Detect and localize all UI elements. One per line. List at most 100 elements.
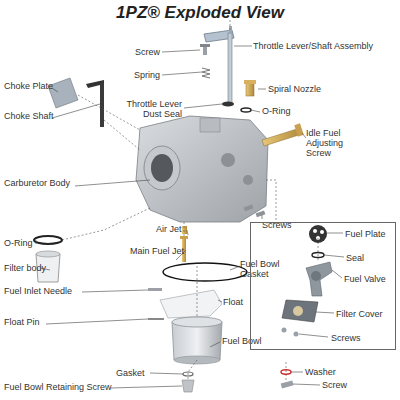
leader-lines [162, 72, 202, 75]
throttle-lever [228, 33, 232, 105]
part-label: Filter body [4, 263, 46, 273]
part-label: Fuel Plate [345, 229, 386, 239]
filter-o-ring [34, 236, 62, 244]
dashed-guides [318, 226, 319, 262]
idle-screw [294, 123, 303, 136]
part-label: Float Pin [4, 317, 40, 327]
carburetor-body [144, 146, 180, 190]
choke-shaft [86, 80, 104, 127]
part-label: Choke Plate [4, 81, 53, 91]
filter-cover [293, 306, 303, 316]
spring-part [202, 68, 210, 78]
part-label: Seal [346, 253, 364, 263]
leader-lines [316, 312, 334, 313]
part-label: Float [223, 297, 243, 307]
dashed-guides [188, 360, 197, 380]
dashed-guides [286, 362, 287, 382]
part-label: Throttle Lever Dust Seal [120, 99, 182, 119]
leader-lines [52, 104, 100, 118]
idle-screw [262, 128, 302, 146]
leader-lines [251, 110, 260, 112]
part-label: Throttle Lever/Shaft Assembly [253, 41, 373, 51]
carburetor-body [136, 116, 268, 222]
filter-body [36, 251, 60, 257]
leader-lines [230, 266, 240, 270]
spring-part [202, 68, 210, 78]
part-label: Gasket [116, 368, 145, 378]
air-jet [182, 226, 187, 234]
fuel-valve [306, 262, 332, 296]
idle-screw [262, 123, 304, 146]
leader-lines [234, 46, 252, 47]
part-label: Screw [322, 380, 347, 390]
dashed-guides [62, 20, 318, 382]
leader-lines [293, 384, 320, 385]
spiral-nozzle [244, 80, 256, 96]
part-label: Air Jet [156, 224, 182, 234]
float-pin [148, 318, 164, 320]
leader-lines [210, 342, 220, 347]
leader-lines [218, 300, 222, 302]
o-ring [241, 108, 251, 112]
float-part [160, 290, 222, 318]
part-label: Choke Shaft [4, 111, 54, 121]
fuel-bowl [172, 317, 222, 364]
part-label: Fuel Bowl Gasket [240, 259, 284, 279]
body-screws [256, 210, 266, 217]
leader-lines [110, 386, 182, 388]
leader-lines [82, 290, 148, 292]
body-screws [244, 204, 254, 211]
part-label: Fuel Bowl Retaining Screw [4, 382, 112, 392]
part-label: O-Ring [262, 106, 291, 116]
screw-part [200, 44, 210, 55]
leader-lines [150, 373, 183, 374]
leader-lines [291, 372, 303, 373]
air-jet [182, 226, 187, 234]
leader-lines [162, 50, 200, 52]
leader-lines [36, 46, 344, 388]
leader-lines [324, 255, 344, 257]
bowl-gasket [163, 263, 247, 281]
retaining-screw [182, 380, 194, 392]
part-label: Washer [305, 367, 336, 377]
dust-seal [222, 102, 234, 107]
part-label: Main Fuel Jet [130, 246, 184, 256]
dust-seal [222, 102, 234, 107]
spiral-nozzle [244, 80, 256, 84]
part-label: Filter Cover [336, 309, 383, 319]
leader-lines [187, 230, 188, 235]
diagram-title: 1PZ® Exploded View [0, 3, 400, 23]
part-label: Idle Fuel Adjusting Screw [306, 128, 366, 158]
leader-lines [327, 233, 343, 234]
screw-part [281, 381, 294, 389]
part-label: Fuel Bowl [222, 336, 262, 346]
part-label: Spring [100, 70, 160, 80]
leader-lines [75, 180, 150, 186]
throttle-lever [229, 26, 232, 34]
leader-lines [36, 240, 37, 244]
bowl-gasket [163, 263, 247, 281]
choke-shaft [100, 83, 104, 127]
inset-screws [282, 328, 287, 333]
carburetor-body [243, 175, 253, 185]
filter-cover [282, 300, 318, 322]
fuel-valve [306, 262, 332, 296]
leader-lines [46, 319, 148, 324]
filter-o-ring [34, 236, 62, 244]
retaining-screw [182, 380, 194, 392]
float-pin [148, 318, 164, 320]
carburetor-body [200, 118, 220, 132]
part-label: O-Ring [4, 238, 33, 248]
dashed-guides [266, 180, 276, 226]
part-label: Fuel Inlet Needle [4, 286, 72, 296]
float-part [160, 290, 222, 318]
leader-lines [299, 334, 328, 337]
leader-lines [302, 133, 306, 138]
o-ring [241, 108, 251, 112]
inset-screws [294, 332, 299, 337]
fuel-bowl [172, 317, 222, 327]
main-fuel-jet [180, 236, 188, 239]
dashed-guides [62, 208, 150, 240]
filter-cover [282, 300, 318, 322]
screw-part [203, 46, 207, 55]
